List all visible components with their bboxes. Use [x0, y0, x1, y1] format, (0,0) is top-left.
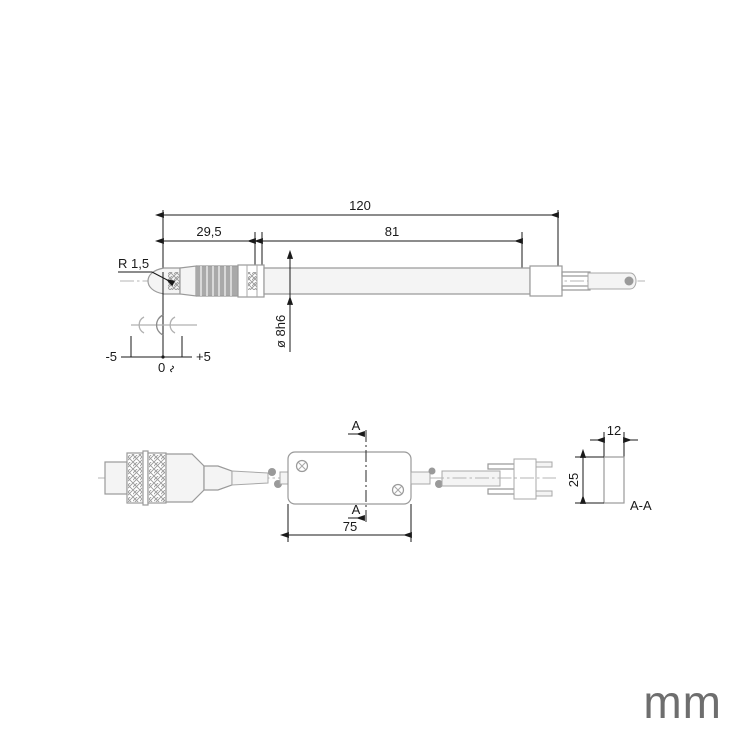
measuring-range-scale: -5 +5 0 [105, 272, 211, 375]
probe-bellows [196, 265, 238, 297]
cable-end-cap [624, 276, 634, 286]
dim-box-length-label: 75 [343, 519, 357, 534]
dimension-shaft-length: 81 [253, 224, 523, 272]
dim-shaft-diameter-label: ø 8h6 [273, 315, 288, 348]
cable-splice-dot-right-upper [428, 467, 436, 475]
cable-assembly-view: A A [98, 418, 556, 542]
section-mark-top-label: A [352, 418, 361, 433]
section-a-a: 12 25 A-A [566, 423, 652, 513]
cable-right-end [430, 458, 556, 500]
probe-nose [179, 265, 197, 297]
cable-segment-left [231, 470, 269, 486]
range-min-label: -5 [105, 349, 117, 364]
probe-rear-cap [529, 265, 591, 297]
dimension-box-length: 75 [279, 504, 412, 542]
section-mark-bottom: A [348, 502, 365, 522]
range-zero-dot [161, 355, 165, 359]
probe-shaft [263, 267, 531, 295]
range-zero-mark [170, 365, 174, 373]
cable-splice-dot-upper [268, 468, 276, 476]
section-profile [603, 456, 625, 504]
probe-cable [587, 272, 637, 290]
measuring-range-arc-symbols [131, 314, 197, 336]
dimension-section-width: 12 [590, 423, 638, 462]
dimension-shaft-diameter: ø 8h6 [273, 249, 294, 352]
junction-box-screw-top-left [295, 459, 309, 473]
junction-box-screw-bottom-right [391, 483, 405, 497]
dimension-section-height: 25 [566, 448, 604, 504]
dim-shaft-length-label: 81 [385, 224, 399, 239]
range-zero-label: 0 [158, 360, 165, 375]
dim-overall-length-label: 120 [349, 198, 371, 213]
section-mark-top: A [348, 418, 365, 438]
cable-segment-box-out [410, 471, 431, 485]
cable-splice-dot-right-lower [435, 480, 443, 488]
probe-side-view: 120 29,5 81 [105, 198, 645, 375]
dim-section-width-label: 12 [607, 423, 621, 438]
junction-box [287, 451, 412, 505]
dimension-overall-length: 120 [154, 198, 559, 272]
dim-section-height-label: 25 [566, 473, 581, 487]
section-a-a-title: A-A [630, 498, 652, 513]
section-mark-bottom-label: A [352, 502, 361, 517]
callout-tip-radius-label: R 1,5 [118, 256, 149, 271]
cable-connector [104, 450, 233, 506]
probe-collar [237, 264, 265, 298]
unit-label: mm [643, 676, 722, 728]
dim-front-length-label: 29,5 [196, 224, 221, 239]
range-max-label: +5 [196, 349, 211, 364]
